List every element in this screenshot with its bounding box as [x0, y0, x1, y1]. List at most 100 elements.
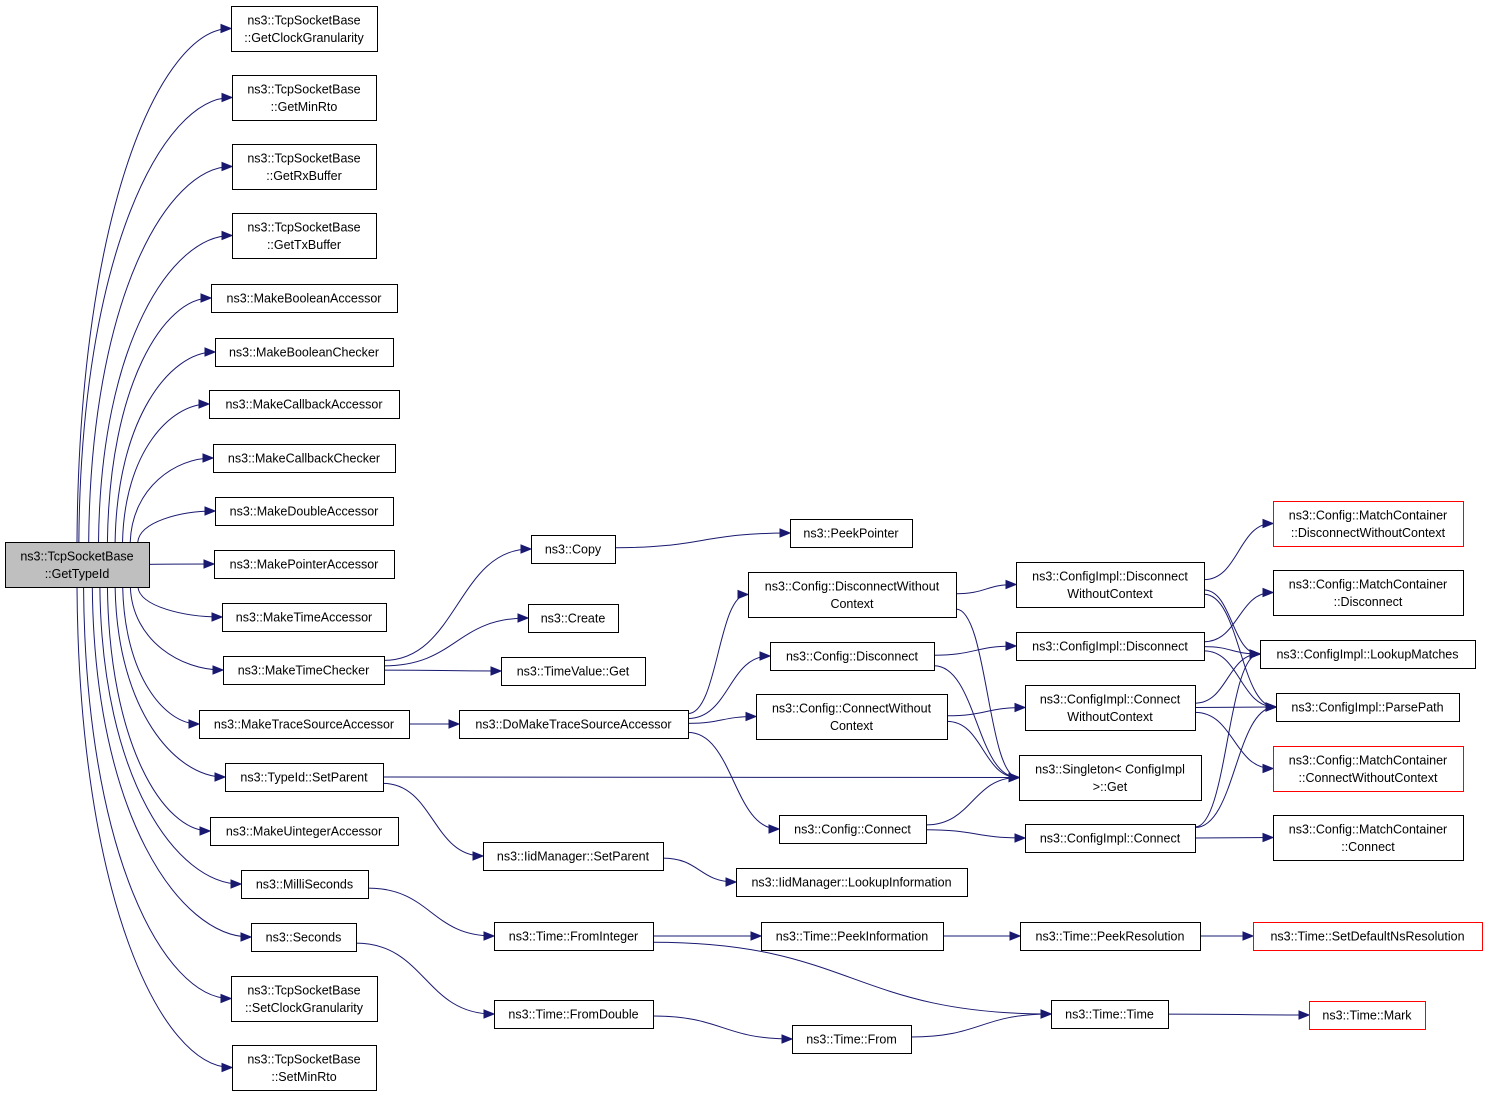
- node-setDefaultNsResolution[interactable]: ns3::Time::SetDefaultNsResolution: [1253, 922, 1483, 951]
- node-timeTime[interactable]: ns3::Time::Time: [1051, 1000, 1169, 1029]
- node-label: ns3::TcpSocketBase: [247, 220, 360, 234]
- node-parsePath[interactable]: ns3::ConfigImpl::ParsePath: [1276, 693, 1460, 722]
- node-box: [231, 6, 378, 52]
- node-label: ::SetClockGranularity: [245, 1001, 364, 1015]
- node-implDisconnect[interactable]: ns3::ConfigImpl::Disconnect: [1016, 632, 1205, 661]
- node-typeIdSetParent[interactable]: ns3::TypeId::SetParent: [225, 763, 384, 792]
- node-configConnect[interactable]: ns3::Config::Connect: [779, 815, 927, 844]
- node-mcDisconnectWithoutContext[interactable]: ns3::Config::MatchContainer::DisconnectW…: [1273, 501, 1464, 547]
- node-label: ns3::ConfigImpl::Connect: [1040, 692, 1181, 706]
- arrowhead-doMakeTraceSourceAccessor: [448, 719, 461, 729]
- node-label: ::GetClockGranularity: [244, 31, 364, 45]
- node-makeTimeChecker[interactable]: ns3::MakeTimeChecker: [223, 656, 385, 685]
- node-makeTraceSourceAccessor[interactable]: ns3::MakeTraceSourceAccessor: [199, 710, 410, 739]
- node-setMinRto[interactable]: ns3::TcpSocketBase::SetMinRto: [232, 1045, 377, 1091]
- node-makeDoubleAccessor[interactable]: ns3::MakeDoubleAccessor: [215, 497, 394, 526]
- node-box: [1273, 570, 1464, 616]
- node-setClockGranularity[interactable]: ns3::TcpSocketBase::SetClockGranularity: [231, 976, 378, 1022]
- node-makeTimeAccessor[interactable]: ns3::MakeTimeAccessor: [222, 603, 387, 632]
- node-label: ns3::Time::PeekResolution: [1036, 930, 1185, 944]
- node-fromInteger[interactable]: ns3::Time::FromInteger: [494, 922, 654, 951]
- node-box: [231, 976, 378, 1022]
- node-getRxBuffer[interactable]: ns3::TcpSocketBase::GetRxBuffer: [232, 144, 377, 190]
- node-getTxBuffer[interactable]: ns3::TcpSocketBase::GetTxBuffer: [232, 213, 377, 259]
- node-label: ::GetTypeId: [45, 567, 110, 581]
- edge-timeTime-to-timeMark: [1167, 1013, 1309, 1016]
- node-box: [209, 390, 400, 419]
- node-implConnectWithoutContext[interactable]: ns3::ConfigImpl::ConnectWithoutContext: [1025, 685, 1196, 731]
- node-label: ::Disconnect: [1334, 595, 1403, 609]
- node-box: [199, 710, 410, 739]
- arrowhead-timeMark: [1298, 1010, 1311, 1020]
- node-peekPointer[interactable]: ns3::PeekPointer: [790, 519, 913, 548]
- node-box: [225, 763, 384, 792]
- node-configConnectWithoutContext[interactable]: ns3::Config::ConnectWithoutContext: [756, 694, 948, 740]
- node-timeMark[interactable]: ns3::Time::Mark: [1309, 1001, 1426, 1030]
- node-timeValueGet[interactable]: ns3::TimeValue::Get: [501, 657, 646, 686]
- node-copy[interactable]: ns3::Copy: [531, 535, 616, 564]
- node-box: [790, 519, 913, 548]
- edge-fromInteger-to-timeTime: [652, 941, 1051, 1015]
- arrowhead-parsePath: [1265, 702, 1278, 712]
- node-makeBooleanAccessor[interactable]: ns3::MakeBooleanAccessor: [211, 284, 398, 313]
- node-configDisconnect[interactable]: ns3::Config::Disconnect: [770, 642, 935, 671]
- node-box: [501, 657, 646, 686]
- node-implDisconnectWithoutContext[interactable]: ns3::ConfigImpl::DisconnectWithoutContex…: [1016, 562, 1205, 608]
- node-getClockGranularity[interactable]: ns3::TcpSocketBase::GetClockGranularity: [231, 6, 378, 52]
- arrowhead-seconds: [240, 932, 253, 942]
- node-box: [1309, 1001, 1426, 1030]
- node-milliSeconds[interactable]: ns3::MilliSeconds: [241, 870, 369, 899]
- node-makeCallbackChecker[interactable]: ns3::MakeCallbackChecker: [213, 444, 396, 473]
- node-box: [213, 444, 396, 473]
- node-mcDisconnect[interactable]: ns3::Config::MatchContainer::Disconnect: [1273, 570, 1464, 616]
- node-makeCallbackAccessor[interactable]: ns3::MakeCallbackAccessor: [209, 390, 400, 419]
- node-label: ns3::Config::MatchContainer: [1289, 577, 1447, 591]
- node-label: ns3::Config::Disconnect: [786, 650, 919, 664]
- edge-implConnectWithoutContext-to-mcConnectWithoutContext: [1194, 711, 1273, 769]
- node-box: [528, 604, 619, 633]
- arrowhead-implDisconnect: [1005, 641, 1018, 651]
- arrowhead-copy: [520, 544, 533, 554]
- node-makePointerAccessor[interactable]: ns3::MakePointerAccessor: [214, 550, 395, 579]
- node-label: ns3::MakeTimeAccessor: [236, 611, 372, 625]
- node-getMinRto[interactable]: ns3::TcpSocketBase::GetMinRto: [232, 75, 377, 121]
- node-box: [761, 922, 944, 951]
- arrowhead-peekInformation: [750, 931, 763, 941]
- arrowhead-getMinRto: [221, 92, 234, 103]
- node-mcConnect[interactable]: ns3::Config::MatchContainer::Connect: [1273, 815, 1464, 861]
- edge-root-to-getRxBuffer: [88, 166, 232, 543]
- node-root[interactable]: ns3::TcpSocketBase::GetTypeId: [5, 542, 150, 588]
- node-mcConnectWithoutContext[interactable]: ns3::Config::MatchContainer::ConnectWith…: [1273, 746, 1464, 792]
- arrowhead-peekResolution: [1009, 931, 1022, 941]
- node-lookupMatches[interactable]: ns3::ConfigImpl::LookupMatches: [1260, 640, 1476, 669]
- node-configDisconnectWithoutContext[interactable]: ns3::Config::DisconnectWithoutContext: [748, 572, 957, 618]
- node-timeFrom[interactable]: ns3::Time::From: [792, 1025, 912, 1054]
- edge-root-to-getMinRto: [78, 97, 232, 543]
- arrowhead-lookupMatches: [1249, 649, 1262, 659]
- arrowhead-typeIdSetParent: [214, 772, 227, 782]
- edge-root-to-makeCallbackChecker: [129, 457, 213, 543]
- node-singletonGet[interactable]: ns3::Singleton< ConfigImpl >::Get: [1019, 755, 1202, 801]
- node-seconds[interactable]: ns3::Seconds: [251, 923, 357, 952]
- arrowhead-timeFrom: [781, 1034, 794, 1044]
- node-peekInformation[interactable]: ns3::Time::PeekInformation: [761, 922, 944, 951]
- node-peekResolution[interactable]: ns3::Time::PeekResolution: [1020, 922, 1201, 951]
- node-label: ns3::Config::MatchContainer: [1289, 753, 1447, 767]
- node-box: [1276, 693, 1460, 722]
- node-implConnect[interactable]: ns3::ConfigImpl::Connect: [1025, 824, 1196, 853]
- arrowhead-makeCallbackAccessor: [198, 399, 211, 409]
- node-label: ns3::Time::Time: [1065, 1008, 1154, 1022]
- node-box: [232, 213, 377, 259]
- edge-configConnect-to-implConnect: [925, 829, 1025, 839]
- node-doMakeTraceSourceAccessor[interactable]: ns3::DoMakeTraceSourceAccessor: [459, 710, 689, 739]
- node-fromDouble[interactable]: ns3::Time::FromDouble: [494, 1000, 654, 1029]
- node-iidLookupInformation[interactable]: ns3::IidManager::LookupInformation: [736, 868, 968, 897]
- node-label: ::ConnectWithoutContext: [1299, 771, 1438, 785]
- node-label: ns3::Create: [541, 612, 606, 626]
- node-makeBooleanChecker[interactable]: ns3::MakeBooleanChecker: [215, 338, 394, 367]
- node-iidSetParent[interactable]: ns3::IidManager::SetParent: [483, 842, 664, 871]
- node-create[interactable]: ns3::Create: [528, 604, 619, 633]
- node-label: ::Connect: [1341, 840, 1395, 854]
- node-makeUintegerAccessor[interactable]: ns3::MakeUintegerAccessor: [210, 817, 399, 846]
- arrowhead-implDisconnectWithoutContext: [1005, 579, 1018, 590]
